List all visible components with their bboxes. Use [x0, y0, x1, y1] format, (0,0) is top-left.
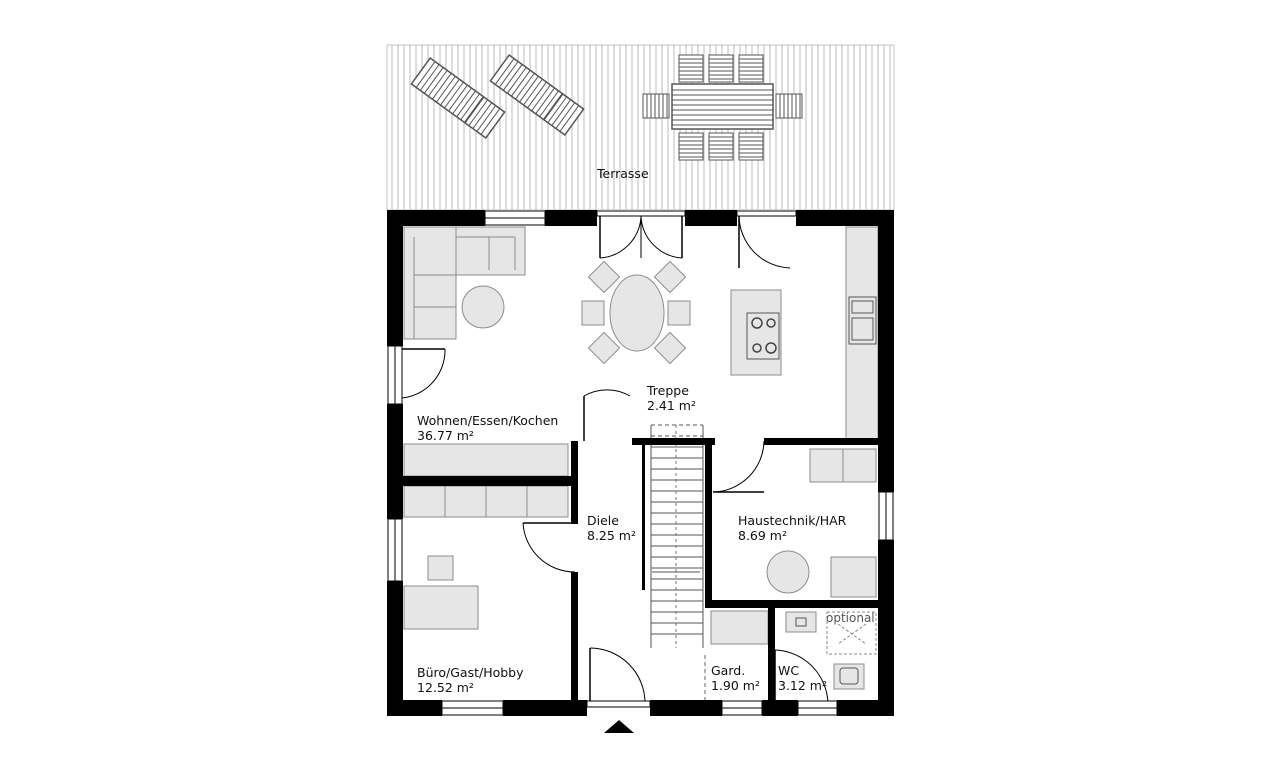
dining-table: [609, 274, 665, 352]
room-area-living: 36.77 m²: [417, 428, 474, 443]
sideboard: [403, 443, 569, 477]
room-area-stairs: 2.41 m²: [647, 398, 696, 413]
room-area-office: 12.52 m²: [417, 680, 474, 695]
utility-box: [830, 556, 877, 598]
entrance-arrow-icon: [604, 720, 634, 733]
room-label-utility: Haustechnik/HAR: [738, 513, 847, 528]
wc-fixtures: [785, 611, 877, 690]
sun-lounger-right: [489, 53, 585, 137]
office-shelf: [403, 485, 569, 518]
room-label-terrace: Terrasse: [596, 166, 649, 181]
doors: [401, 213, 829, 705]
room-label-stairs: Treppe: [646, 383, 689, 398]
sun-lounger-left: [410, 56, 506, 140]
room-label-living: Wohnen/Essen/Kochen: [417, 413, 558, 428]
office-chair: [427, 555, 454, 581]
outdoor-dining-set: [642, 54, 803, 161]
room-area-wardrobe: 1.90 m²: [711, 678, 760, 693]
kitchen-island: [730, 289, 782, 376]
staircase: [650, 424, 704, 648]
windows: [387, 210, 894, 716]
wardrobe-cabinet: [710, 610, 769, 645]
room-label-wc: WC: [778, 663, 799, 678]
room-label-hall: Diele: [587, 513, 619, 528]
room-area-hall: 8.25 m²: [587, 528, 636, 543]
utility-cabinets: [809, 448, 877, 483]
utility-round-unit: [766, 550, 810, 594]
optional-label: optional: [826, 611, 875, 625]
office-desk: [403, 585, 479, 630]
terrace: [386, 44, 895, 211]
sofa: [403, 226, 526, 340]
walls: [387, 210, 894, 716]
room-area-utility: 8.69 m²: [738, 528, 787, 543]
dining-chairs: [581, 260, 691, 365]
room-area-wc: 3.12 m²: [778, 678, 827, 693]
kitchen-counter: [845, 226, 879, 440]
coffee-table: [461, 285, 505, 329]
room-label-office: Büro/Gast/Hobby: [417, 665, 524, 680]
room-label-wardrobe: Gard.: [711, 663, 745, 678]
